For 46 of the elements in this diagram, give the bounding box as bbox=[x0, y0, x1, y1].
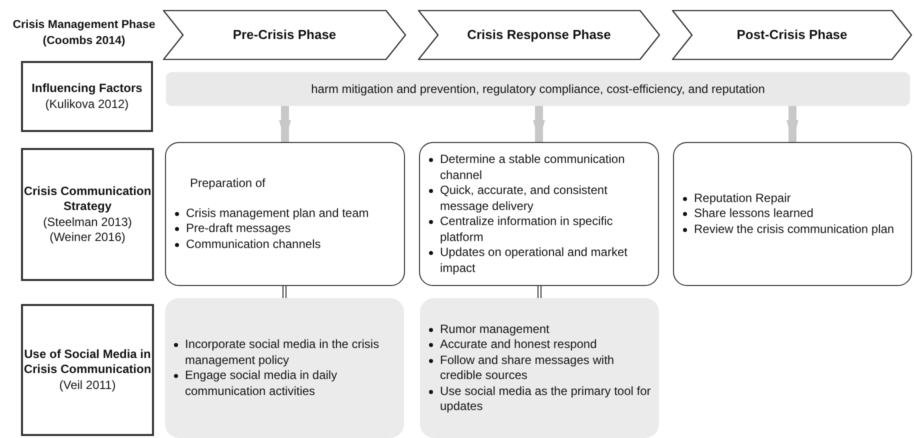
bullet-item: Use social media as the primary tool for updates bbox=[440, 384, 652, 414]
intro-text: Preparation of bbox=[190, 176, 266, 192]
bullet-item: Reputation Repair bbox=[694, 190, 792, 206]
row-label: Crisis Management Phase (Coombs 2014) bbox=[12, 18, 156, 49]
row-title: Crisis Communication Strategy bbox=[23, 184, 152, 214]
bullet-item: Pre-draft messages bbox=[186, 221, 292, 236]
phase-title: Crisis Response Phase bbox=[466, 27, 612, 43]
bullet-item: Follow and share messages with credible sources bbox=[440, 352, 616, 384]
row-header-box bbox=[21, 61, 153, 132]
strategy-card bbox=[419, 142, 659, 286]
citation: (Kulikova 2012) bbox=[45, 96, 129, 112]
bullet-item: Review the crisis communication plan bbox=[694, 222, 896, 238]
row-header-box bbox=[21, 148, 154, 281]
citation: (Steelman 2013) bbox=[43, 214, 132, 230]
bullet-item: Quick, accurate, and consistent message delivery bbox=[440, 183, 608, 214]
double-connector-line bbox=[282, 286, 286, 298]
bullet-item: Incorporate social media in the crisis management policy bbox=[185, 337, 380, 368]
strategy-card bbox=[165, 142, 405, 286]
phase-title: Pre-Crisis Phase bbox=[232, 27, 338, 43]
bullet-item: Determine a stable communication channel bbox=[440, 152, 626, 183]
bullet-item: Rumor management bbox=[440, 322, 550, 337]
phase-header-banner bbox=[163, 10, 406, 60]
phase-title: Post-Crisis Phase bbox=[736, 27, 848, 43]
double-connector-line bbox=[538, 286, 542, 298]
citation: (Weiner 2016) bbox=[50, 230, 126, 246]
citation: (Veil 2011) bbox=[59, 378, 116, 394]
bullet-item: Centralize information in specific platform bbox=[440, 214, 614, 245]
bullet-item: Accurate and honest respond bbox=[440, 337, 598, 352]
arrow bbox=[786, 106, 798, 142]
phase-header-banner bbox=[672, 10, 912, 60]
bullet-item: Communication channels bbox=[186, 236, 322, 252]
row-title: Use of Social Media in Crisis Communication bbox=[23, 346, 152, 378]
factor-band bbox=[166, 72, 910, 106]
bullet-item: Crisis management plan and team bbox=[186, 206, 370, 221]
row-title: Influencing Factors bbox=[32, 81, 142, 96]
bullet-item: Share lessons learned bbox=[694, 206, 814, 222]
phase-header-banner bbox=[418, 10, 660, 60]
arrow bbox=[533, 106, 545, 142]
bullet-item: Updates on operational and market impact bbox=[440, 245, 628, 276]
strategy-card bbox=[673, 142, 912, 286]
bullet-item: Engage social media in daily communication activities bbox=[185, 368, 338, 399]
row-header-box bbox=[21, 304, 154, 436]
social-media-card bbox=[165, 298, 404, 438]
arrow bbox=[279, 106, 291, 142]
social-media-card bbox=[420, 298, 659, 438]
factor-text: harm mitigation and prevention, regulatory compliance, cost-efficiency, and reputation bbox=[311, 82, 765, 96]
